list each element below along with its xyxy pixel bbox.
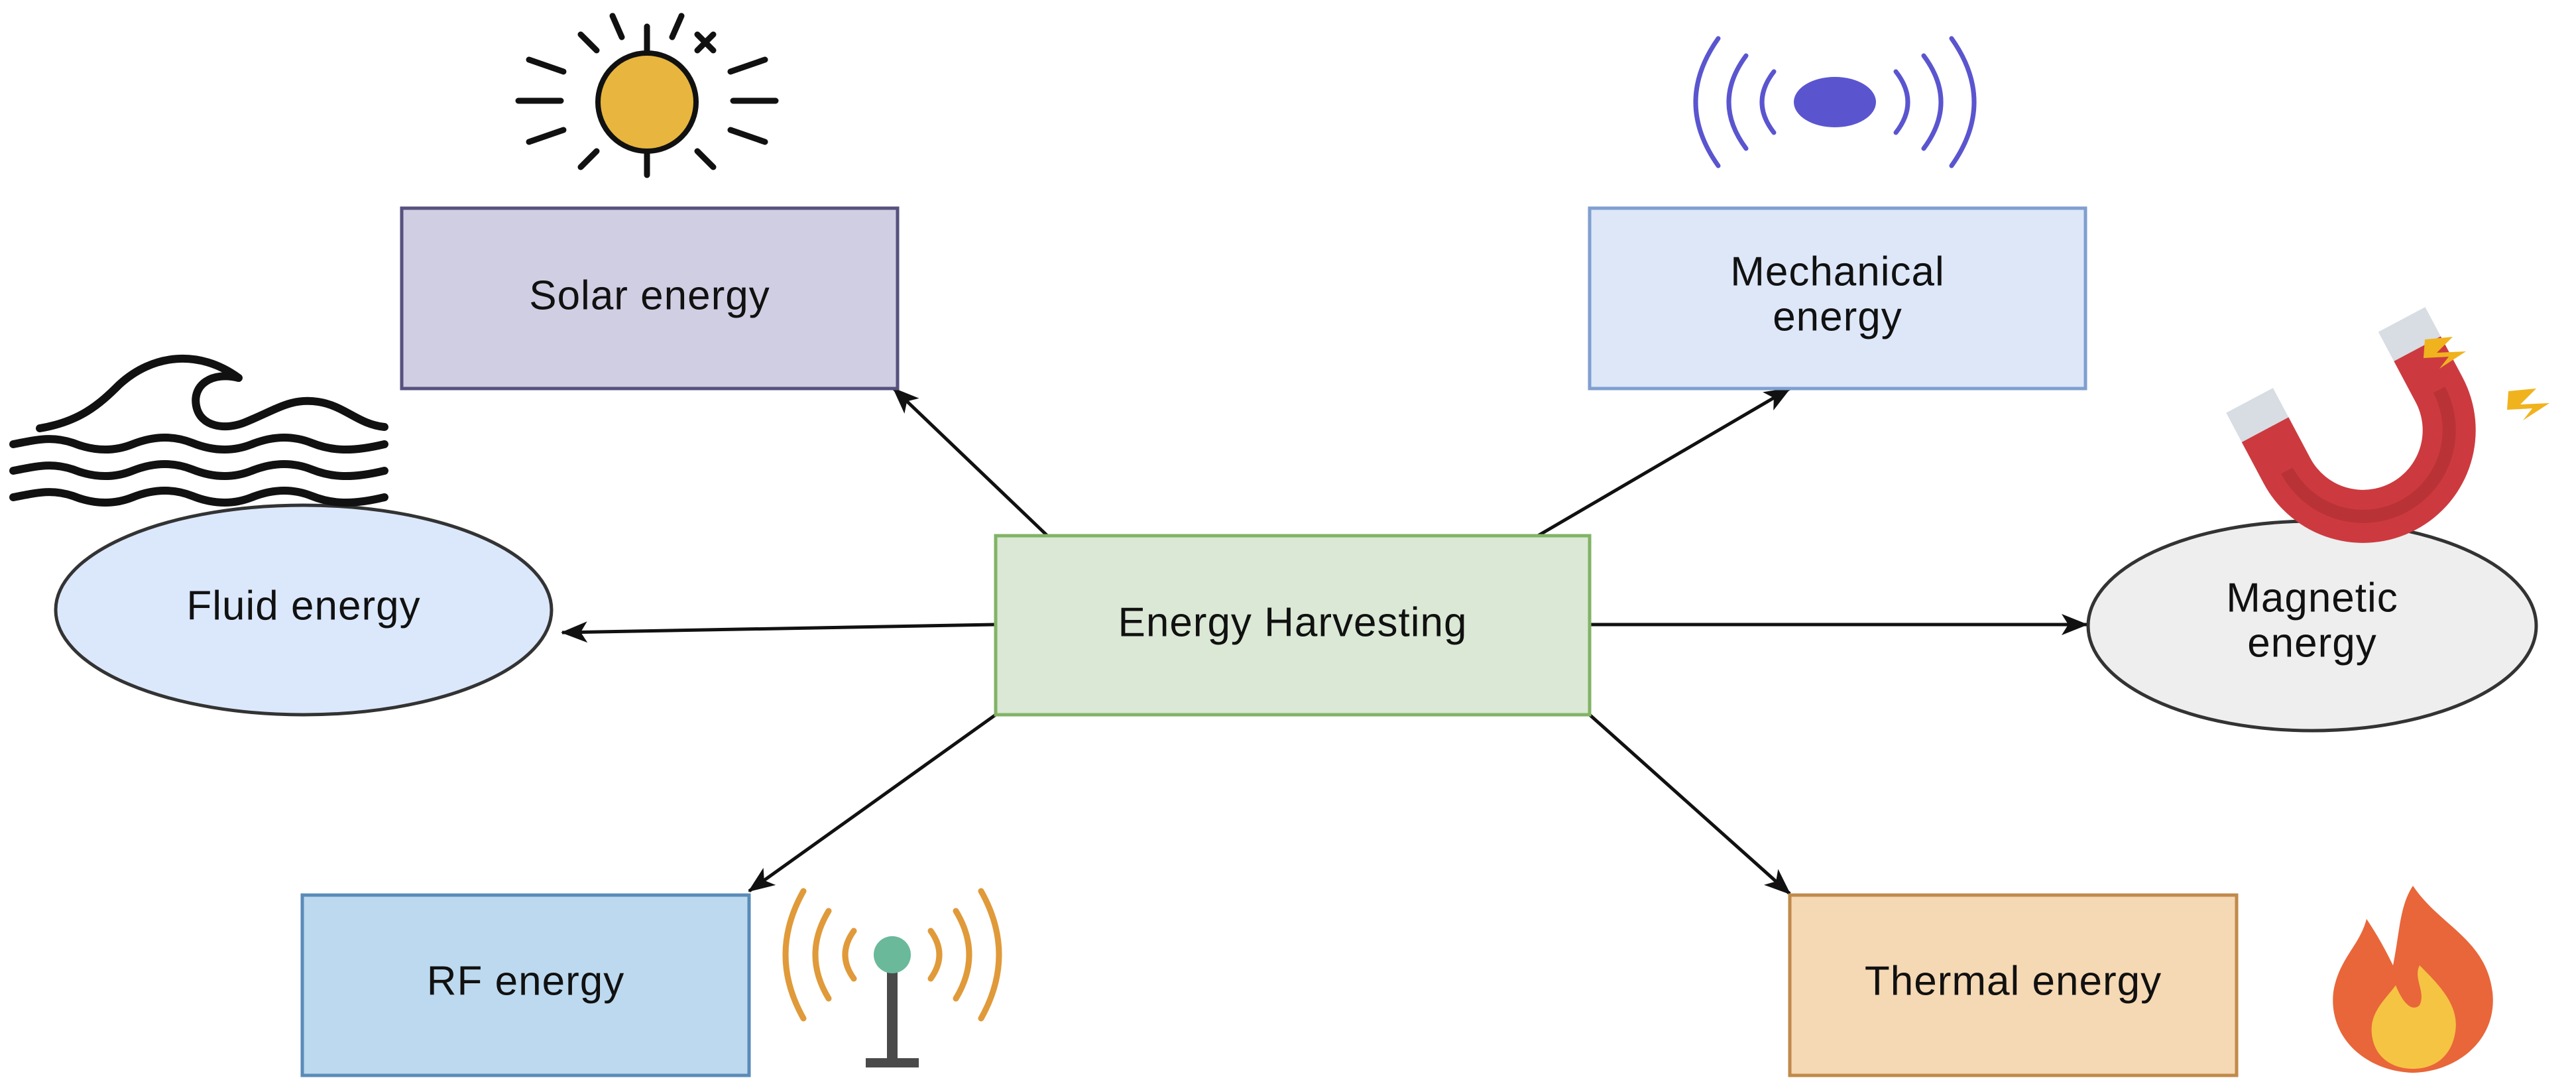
arrow-to-mechanical <box>1537 387 1791 538</box>
fluid-energy-node[interactable]: Fluid energy <box>54 503 554 717</box>
vibration-icon <box>1693 36 1977 168</box>
mechanical-label-line1: Mechanical <box>1730 249 1945 294</box>
rf-energy-node[interactable]: RF energy <box>300 893 751 1077</box>
center-node[interactable]: Energy Harvesting <box>994 534 1592 717</box>
antenna-icon <box>782 888 1002 1067</box>
arrow-to-solar <box>892 387 1049 537</box>
rf-label: RF energy <box>427 958 624 1004</box>
arrow-to-thermal <box>1588 713 1791 895</box>
magnetic-label-line2: energy <box>2247 620 2377 666</box>
sun-icon <box>515 13 779 178</box>
connector-arrows <box>561 387 2088 895</box>
solar-energy-node[interactable]: Solar energy <box>400 206 900 391</box>
center-label: Energy Harvesting <box>1118 599 1467 645</box>
waves-icon <box>9 354 388 507</box>
magnetic-energy-node[interactable]: Magnetic energy <box>2086 519 2538 733</box>
spark-icon <box>2424 337 2549 420</box>
magnet-icon <box>2226 307 2476 543</box>
magnetic-label-line1: Magnetic <box>2226 575 2398 621</box>
thermal-energy-node[interactable]: Thermal energy <box>1788 893 2239 1077</box>
fluid-label: Fluid energy <box>186 583 420 629</box>
arrow-to-rf <box>748 713 997 893</box>
flame-icon <box>2333 886 2493 1073</box>
arrow-to-fluid <box>561 621 995 643</box>
mechanical-label-line2: energy <box>1773 294 1903 339</box>
mechanical-energy-node[interactable]: Mechanical energy <box>1588 206 2087 391</box>
thermal-label: Thermal energy <box>1865 958 2162 1004</box>
solar-label: Solar energy <box>529 272 770 318</box>
